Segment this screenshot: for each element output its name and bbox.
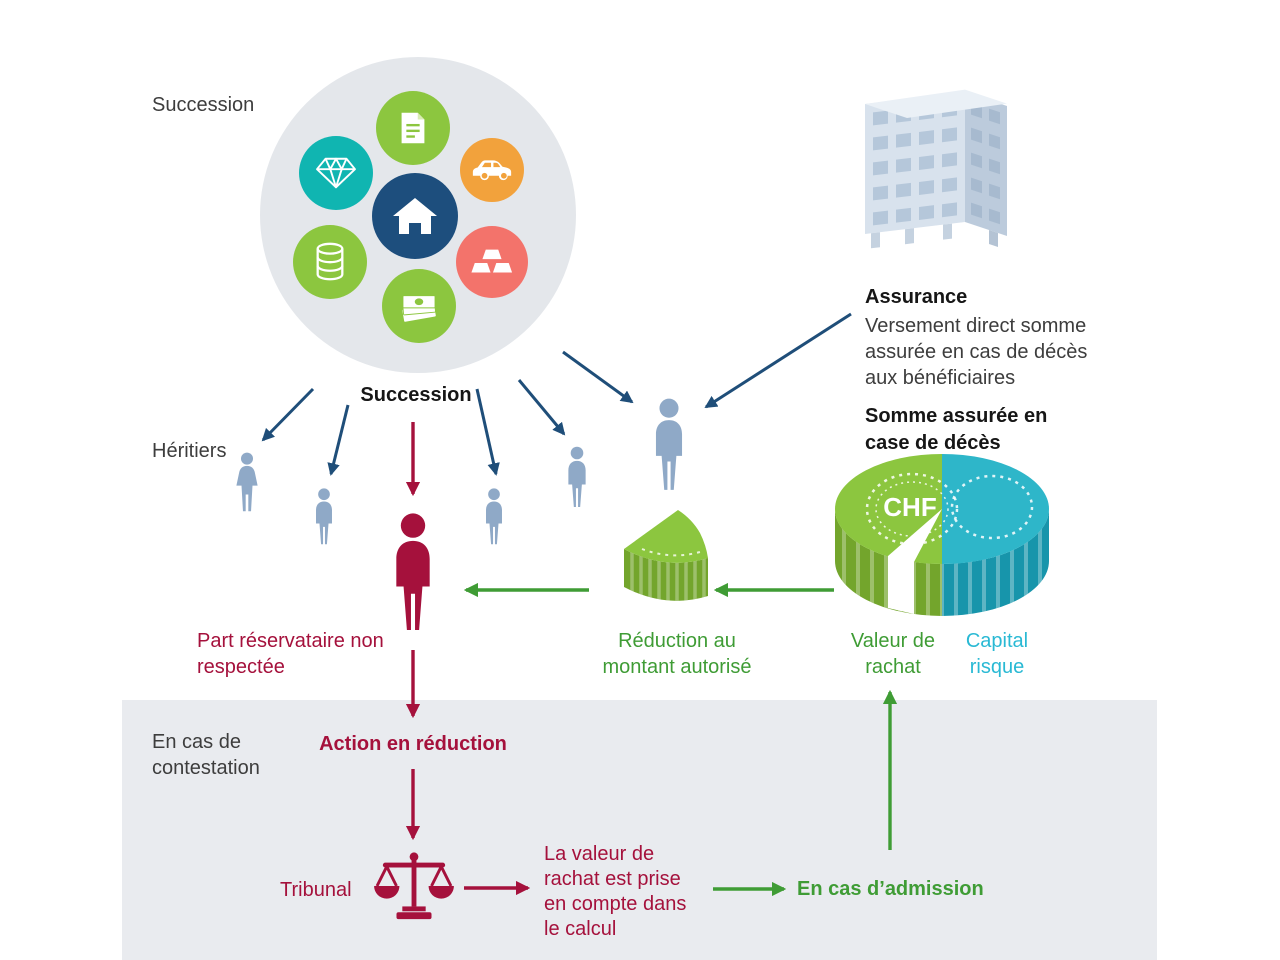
removed-slice-notch [888, 509, 942, 614]
coins-icon [316, 242, 344, 281]
diamond-icon [316, 157, 356, 189]
arrow-estate-to-heir-1 [261, 387, 315, 442]
asset-coins [293, 225, 367, 299]
heir-figure-2 [310, 488, 338, 545]
building-icon [865, 89, 1007, 249]
coin-slice-icon [624, 510, 708, 601]
succession-title: Succession [360, 384, 472, 406]
arrow-estate-to-beneficiary [562, 350, 634, 404]
heir-figure-4 [562, 446, 592, 508]
assurance-title: Assurance [865, 286, 968, 308]
banknotes-icon [402, 295, 436, 322]
car-icon [472, 160, 512, 181]
asset-house [372, 173, 458, 259]
assurance-description: Versement direct somme assurée en cas de… [865, 315, 1088, 389]
risk-capital-label: Capital risque [965, 630, 1029, 678]
asset-diamond [299, 136, 373, 210]
succession-caption: Succession [152, 94, 255, 116]
reserved-share-label: Part réservataire non respectée [197, 630, 384, 678]
house-icon [393, 198, 437, 234]
contestation-label: En cas de contestation [152, 731, 260, 779]
insured-capital-coin: CHF [830, 452, 1055, 622]
person-icon [316, 488, 332, 545]
estate-wheel [260, 57, 576, 373]
calc-note-label: La valeur de rachat est prise en compte … [544, 843, 687, 940]
person-icon [486, 488, 502, 545]
justice-scales-icon [374, 852, 454, 920]
asset-banknotes [382, 269, 456, 343]
aggrieved-heir-figure [384, 512, 442, 632]
heir-figure-1 [232, 452, 262, 512]
document-icon [401, 112, 425, 144]
arrow-assurance-to-beneficiary [704, 312, 852, 409]
person-icon [568, 446, 586, 507]
heir-figure-3 [480, 488, 508, 545]
beneficiary-figure [646, 398, 692, 491]
admission-label: En cas d’admission [797, 878, 984, 900]
asset-gold-bars [456, 226, 528, 298]
tribunal-label: Tribunal [280, 879, 352, 901]
surrender-value-label: Valeur de rachat [850, 630, 936, 678]
chf-coin-icon: CHF [835, 454, 1049, 616]
reduction-slice [616, 503, 716, 615]
reduction-label: Réduction au montant autorisé [602, 630, 752, 678]
assurance-building [843, 62, 1043, 260]
gold-bars-icon [471, 249, 513, 273]
tribunal-scales [372, 850, 456, 922]
person-icon [655, 398, 683, 490]
arrow-estate-to-heir-4 [517, 379, 566, 436]
heirs-label: Héritiers [152, 440, 227, 462]
person-icon [396, 513, 430, 630]
arrow-estate-to-heir-2 [327, 404, 350, 476]
chf-label: CHF [883, 492, 936, 522]
asset-car [460, 138, 524, 202]
contestation-section-background [122, 700, 1157, 960]
asset-document [376, 91, 450, 165]
person-icon [236, 452, 258, 512]
action-reduction-label: Action en réduction [319, 733, 507, 755]
insured-sum-title: Somme assurée en case de décès [865, 405, 1048, 454]
